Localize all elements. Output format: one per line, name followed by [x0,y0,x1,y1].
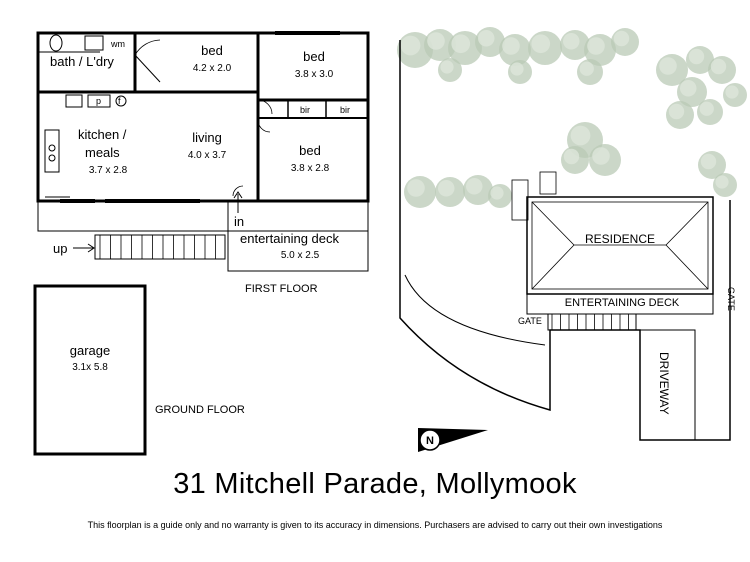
bir-label-1: bir [300,105,310,115]
tree-highlight [400,35,421,56]
living-label: living [192,130,222,145]
tree-highlight [700,153,717,170]
tree-highlight [613,30,630,47]
tree-highlight [680,80,697,97]
tree-highlight [440,60,454,74]
up-label: up [53,241,67,256]
tree-highlight [715,175,729,189]
sink-icon-2 [48,154,56,162]
tree-highlight [407,179,425,197]
north-arrow: N [418,428,488,452]
bed1-door [134,54,161,83]
tree-highlight [592,147,610,165]
site-plan: RESIDENCE ENTERTAINING DECK GATE GATE DR… [397,27,747,452]
tree-highlight [699,101,714,116]
first-floor-label: FIRST FLOOR [245,283,318,295]
tree-highlight [725,85,739,99]
tree-highlight [563,148,580,165]
fridge-label: f [118,96,121,106]
garage-dims: 3.1x 5.8 [72,362,108,373]
bed2-door-swing [257,99,273,115]
entry-arrow [233,191,243,213]
bed3-label: bed [299,143,321,158]
entry-door-swing [232,185,244,197]
first-floor-plan [36,31,370,272]
ground-floor-label: GROUND FLOOR [155,404,245,416]
residence-label: RESIDENCE [585,232,655,246]
bed3-door-swing [257,119,271,133]
tree-highlight [570,125,591,146]
deck-upper-rail [37,200,369,232]
site-deck-label: ENTERTAINING DECK [565,297,680,309]
bed1-dims: 4.2 x 2.0 [193,63,232,74]
fridge-circle [115,95,127,107]
bir-label-2: bir [340,105,350,115]
windows [60,31,340,203]
deck-area [227,200,369,272]
tree-highlight [478,30,495,47]
tree-highlight [490,186,504,200]
deck-dims: 5.0 x 2.5 [281,250,320,261]
tree-highlight [466,178,483,195]
driveway [639,329,696,441]
tree-highlight [427,32,445,50]
pantry-box [87,94,111,108]
up-arrow [73,243,95,253]
toilet-icon [49,34,63,52]
deck-label: entertaining deck [240,231,340,246]
sink-icon [48,144,56,152]
site-side-stair-2 [539,171,557,195]
bed2-dims: 3.8 x 3.0 [295,69,334,80]
driveway-label: DRIVEWAY [657,352,671,415]
tree-highlight [438,180,455,197]
kitchen-label-1: kitchen / [78,127,127,142]
bed1-label: bed [201,43,223,58]
disclaimer: This floorplan is a guide only and no wa… [87,520,663,530]
stairs [94,234,226,260]
basin-icon [84,35,104,51]
kitchen-label-2: meals [85,145,120,160]
tree-highlight [659,57,677,75]
site-inner-curve [404,274,546,346]
north-label: N [426,435,434,447]
trees [397,27,747,208]
tree-highlight [688,48,705,65]
tree-highlight [587,37,605,55]
gate-left-label: GATE [518,316,542,326]
ground-floor-plan [33,284,147,456]
tree-highlight [510,62,524,76]
gate-right-label: GATE [726,287,736,311]
bed2-label: bed [303,49,325,64]
tree-highlight [579,61,594,76]
tree-highlight [502,37,520,55]
stair-treads [99,235,216,259]
first-floor-labels: bath / L'dry wm bed 4.2 x 2.0 bed 3.8 x … [50,39,350,295]
site-steps [551,314,629,330]
tree-highlight [531,34,551,54]
site-side-stair [511,179,529,221]
living-dims: 4.0 x 3.7 [188,150,227,161]
tree-highlight [668,103,685,120]
garage-label: garage [70,343,110,358]
bed1-door-swing [134,39,161,56]
tree-highlight [451,34,471,54]
bath-label: bath / L'dry [50,54,114,69]
tree-highlight [710,58,727,75]
kitchen-dims: 3.7 x 2.8 [89,165,128,176]
page-title: 31 Mitchell Parade, Mollymook [173,468,577,500]
bed3-dims: 3.8 x 2.8 [291,163,330,174]
cooktop [65,94,83,108]
tree-highlight [563,33,580,50]
wm-label: wm [110,39,125,49]
site-stairs [547,313,637,331]
kitchen-sink-bench [44,129,60,173]
pantry-label: p [96,96,101,106]
in-label: in [234,214,244,229]
